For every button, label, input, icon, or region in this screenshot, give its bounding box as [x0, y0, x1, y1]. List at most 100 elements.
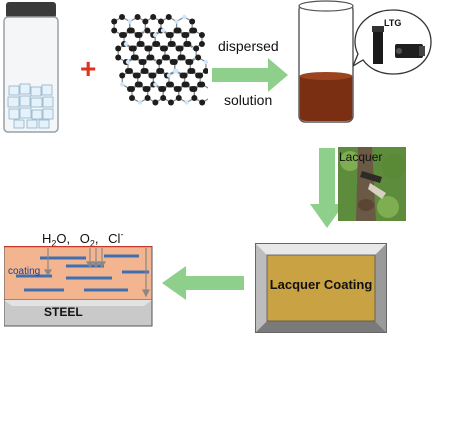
graphene-atom	[144, 27, 151, 34]
graphene-atom	[167, 99, 174, 106]
graphene-atom	[175, 86, 182, 92]
graphene-atom	[136, 81, 143, 88]
graphene-atom	[191, 86, 198, 92]
graphene-atom	[111, 18, 118, 25]
graphene-atom	[136, 32, 143, 38]
steel-label: STEEL	[44, 305, 83, 319]
arrow-label-dispersed: dispersed	[218, 38, 279, 54]
graphene-atom	[115, 54, 122, 61]
arrow-label-solution: solution	[224, 92, 273, 108]
graphene-atom	[144, 95, 151, 101]
graphene-atom	[138, 41, 145, 47]
coating-layer-label: coating	[8, 266, 41, 277]
graphene-atom	[189, 18, 196, 25]
graphene-atom	[198, 41, 205, 47]
graphene-atom	[163, 54, 170, 61]
graphene-atom	[183, 32, 190, 38]
graphene-atom	[161, 45, 168, 52]
graphene-atom	[198, 32, 205, 38]
graphene-atom	[134, 72, 141, 79]
graphene-atom	[160, 95, 167, 101]
graphene-atom	[127, 68, 133, 74]
graphene-atom	[191, 27, 198, 34]
graphene-atom	[150, 14, 157, 20]
graphene-atom	[174, 68, 179, 74]
graphene-atom	[130, 45, 137, 52]
graphene-atom	[154, 41, 161, 47]
graphene-atom	[152, 99, 159, 106]
graphene-atom	[187, 59, 194, 65]
plus-sign: +	[80, 53, 97, 84]
graphene-atom	[183, 81, 190, 88]
graphene-atom	[182, 14, 187, 20]
graphene-atom	[137, 100, 142, 105]
graphene-atom	[123, 41, 129, 47]
graphene-atom	[150, 72, 157, 79]
graphene-atom	[153, 82, 158, 87]
graphene-atom	[177, 45, 184, 52]
graphene-atom	[125, 59, 131, 65]
graphene-atom	[111, 27, 118, 34]
graphene-atom	[140, 59, 147, 65]
graphene-atom	[156, 59, 163, 65]
graphene-molecule	[108, 14, 208, 116]
graphene-atom	[115, 45, 122, 52]
graphene-atom	[179, 54, 186, 61]
graphene-atom	[171, 59, 178, 65]
graphene-atom	[134, 14, 141, 20]
graphene-atom	[120, 82, 125, 87]
coated-steel-panel	[4, 246, 154, 328]
graphene-atom	[146, 45, 153, 52]
graphene-atom	[119, 72, 126, 79]
lacquer-coating-box	[255, 243, 387, 333]
graphene-atom	[181, 72, 188, 79]
graphene-atom	[152, 32, 158, 38]
graphene-atom	[148, 54, 155, 61]
graphene-atom	[197, 72, 204, 79]
graphene-atom	[120, 32, 127, 38]
ltg-inset-bubble	[353, 8, 433, 80]
coating-arrow-left	[162, 266, 244, 300]
graphene-atom	[175, 27, 182, 34]
graphene-atom	[167, 32, 174, 38]
graphene-atom	[119, 14, 125, 20]
graphene-atom	[203, 59, 208, 65]
powder-vial	[0, 0, 62, 140]
graphene-atom	[128, 95, 135, 101]
graphene-atom	[199, 99, 206, 106]
graphene-atom	[128, 86, 135, 92]
graphene-atom	[142, 18, 149, 25]
graphene-atom	[202, 68, 208, 74]
graphene-atom	[199, 81, 206, 88]
graphene-atom	[158, 68, 165, 74]
lacquer-label: Lacquer	[339, 150, 383, 164]
graphene-atom	[184, 100, 189, 105]
graphene-atom	[160, 86, 167, 92]
graphene-atom	[165, 14, 172, 20]
graphene-atom	[142, 68, 149, 74]
graphene-atom	[193, 45, 200, 52]
graphene-atom	[185, 41, 192, 47]
ltg-label: LTG	[384, 18, 402, 28]
graphene-atom	[132, 54, 139, 61]
dispersion-beaker	[296, 0, 356, 126]
graphene-atom	[166, 73, 172, 78]
graphene-atom	[169, 41, 176, 47]
graphene-atom	[175, 95, 182, 101]
graphene-atom	[167, 81, 174, 88]
ion-o2: O2,	[79, 231, 99, 249]
ion-cl: Cl-	[108, 230, 124, 247]
graphene-atom	[157, 18, 164, 25]
graphene-atom	[128, 27, 135, 34]
graphene-atom	[144, 86, 151, 92]
graphene-atom	[191, 95, 198, 101]
graphene-atom	[127, 19, 132, 24]
graphene-atom	[160, 28, 166, 33]
graphene-atom	[189, 68, 196, 74]
graphene-atom	[195, 54, 202, 61]
ion-h2o: H2O,	[42, 231, 71, 249]
lacquer-arrow-down	[310, 148, 344, 228]
ion-labels: H2O, O2, Cl-	[42, 230, 123, 249]
lacquer-coating-label: Lacquer Coating	[269, 277, 373, 292]
dispersion-arrow	[212, 58, 288, 92]
